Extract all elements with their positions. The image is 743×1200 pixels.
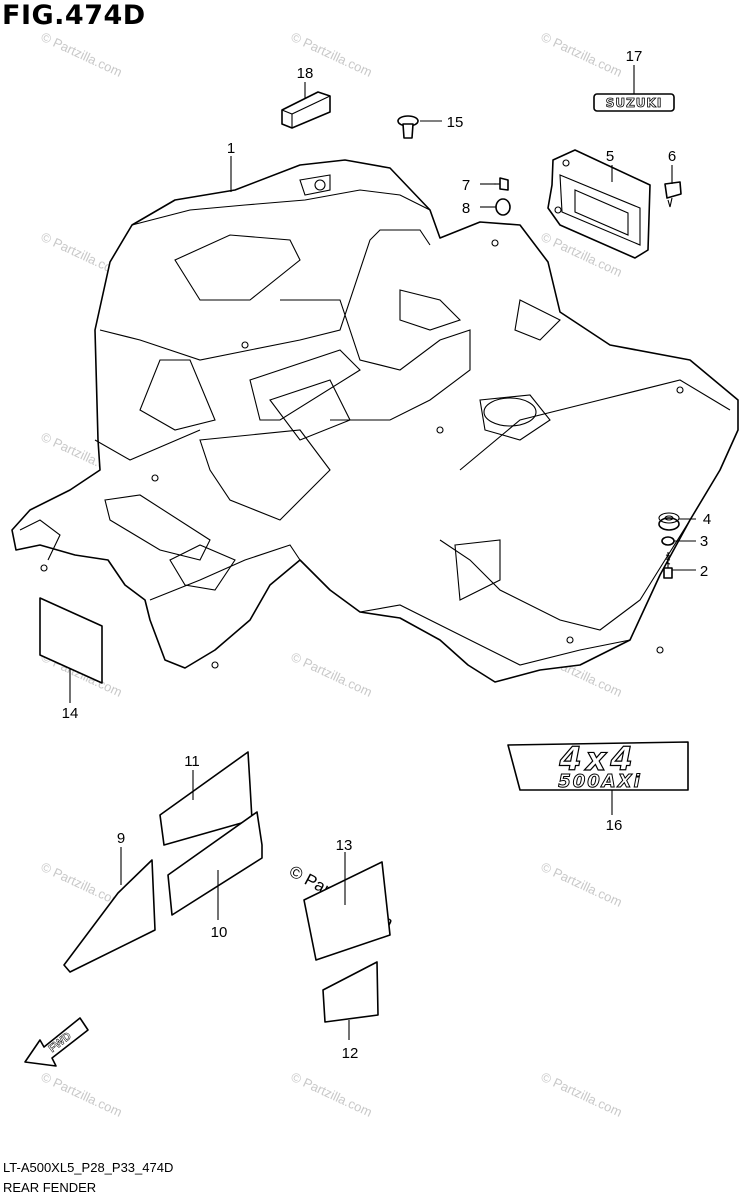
decal-13	[303, 861, 391, 961]
rear-bracket	[547, 149, 651, 259]
callout-17: 17	[626, 48, 643, 65]
watermark: © Partzilla.com	[539, 859, 625, 910]
callout-12: 12	[342, 1045, 359, 1062]
watermark: © Partzilla.com	[289, 1069, 375, 1120]
watermark: © Partzilla.com	[39, 1069, 125, 1120]
decal-12	[322, 961, 379, 1023]
callout-4: 4	[703, 511, 711, 528]
push-rivet-15	[397, 115, 419, 139]
watermark: © Partzilla.com	[539, 1069, 625, 1120]
callout-10: 10	[211, 924, 228, 941]
callout-1: 1	[227, 140, 235, 157]
callout-7: 7	[462, 177, 470, 194]
decal-9	[63, 859, 156, 973]
watermark: © Partzilla.com	[289, 649, 375, 700]
drawing-code: LT-A500XL5_P28_P33_474D	[3, 1160, 174, 1175]
rear-fender-body	[11, 159, 739, 683]
callout-9: 9	[117, 830, 125, 847]
callout-5: 5	[606, 148, 614, 165]
callout-3: 3	[700, 533, 708, 550]
clip-fastener	[664, 181, 682, 208]
callout-14: 14	[62, 705, 79, 722]
callout-numbers: 1 2 3 4 5 6 7 8 9 10 11 12 13 14 15 16 1…	[62, 48, 712, 1062]
screw-7	[494, 177, 509, 191]
suzuki-emblem: SUZUKI	[593, 93, 675, 112]
watermark: © Partzilla.com	[39, 29, 125, 80]
4x4-emblem: 4x4 500AXi	[507, 739, 689, 793]
washer-3	[661, 536, 675, 546]
watermark: © Partzilla.com	[539, 29, 625, 80]
4x4-emblem-top-text: 4x4	[558, 740, 636, 778]
decal-10	[167, 811, 263, 916]
decal-11	[159, 751, 253, 846]
callout-15: 15	[447, 114, 464, 131]
callout-11: 11	[184, 753, 200, 770]
figure-caption: REAR FENDER	[3, 1180, 97, 1195]
collar-8	[495, 198, 511, 216]
bolt-2	[663, 552, 673, 579]
callout-2: 2	[700, 563, 708, 580]
cushion-block-18	[281, 91, 331, 129]
callout-18: 18	[297, 65, 314, 82]
callout-13: 13	[336, 837, 353, 854]
figure-title: FIG.474D	[2, 0, 146, 31]
fwd-arrow-icon: FWD	[24, 1017, 89, 1067]
4x4-emblem-bottom-text: 500AXi	[558, 771, 642, 792]
cushion-4	[658, 512, 680, 531]
suzuki-emblem-text: SUZUKI	[606, 96, 663, 110]
decal-14	[39, 597, 103, 684]
callout-16: 16	[606, 817, 623, 834]
callout-8: 8	[462, 200, 470, 217]
callout-6: 6	[668, 148, 676, 165]
leader-lines	[69, 65, 696, 1040]
